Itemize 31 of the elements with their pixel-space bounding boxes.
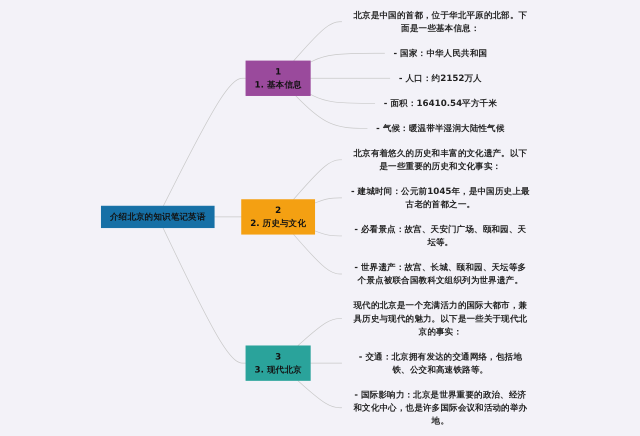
connector [297,380,342,408]
node-text: - 气候：暖温带半湿润大陆性气候 [376,122,505,134]
node-text: - 国家：中华人民共和国 [394,48,488,58]
connector [162,227,246,364]
connector [314,198,342,204]
node-text: 北京有着悠久的历史和丰富的文化遗产。以下是一些重要的历史和文化事实： [353,148,528,172]
node-text: - 必看景点：故宫、天安门广场、颐和园、天坛等。 [354,224,526,248]
connector [314,230,342,236]
node-text: - 面积：16410.54平方千米 [384,98,497,108]
node-text: - 建城时间：公元前1045年，是中国历史上最古老的首都之一。 [350,186,530,210]
connector [214,216,242,218]
connector [293,234,342,274]
connector [293,21,342,62]
connector [310,94,376,104]
node-text: - 人口：约2152万人 [398,72,482,84]
connector [293,159,342,200]
node-box: 介绍北京的知识笔记英语 [100,206,215,228]
connector [310,362,342,364]
node-text: - 世界遗产：故宫、长城、颐和园、天坛等多个景点被联合国教科文组织列为世界遗产。 [354,262,526,286]
node-text: 北京是中国的首都，位于华北平原的北部。下面是一些基本信息： [353,10,528,34]
connector [162,78,246,206]
connector [310,52,386,63]
connector [297,318,342,346]
node-text: - 国际影响力：北京是世界重要的政治、经济和文化中心，也是许多国际会议和活动的举办地。 [353,389,528,426]
node-text: - 交通：北京拥有发达的交通网络，包括地铁、公交和高速铁路等。 [358,351,522,375]
node-box: 3 3. 现代北京 [246,345,311,381]
node-box: 2 2. 历史与文化 [241,199,316,235]
connector [310,78,390,79]
connector [295,95,368,129]
node-text: 现代的北京是一个充满活力的国际大都市，兼具历史与现代的魅力。以下是一些关于现代北京的事实： [353,300,528,337]
node-box: 1 1. 基本信息 [246,60,311,96]
